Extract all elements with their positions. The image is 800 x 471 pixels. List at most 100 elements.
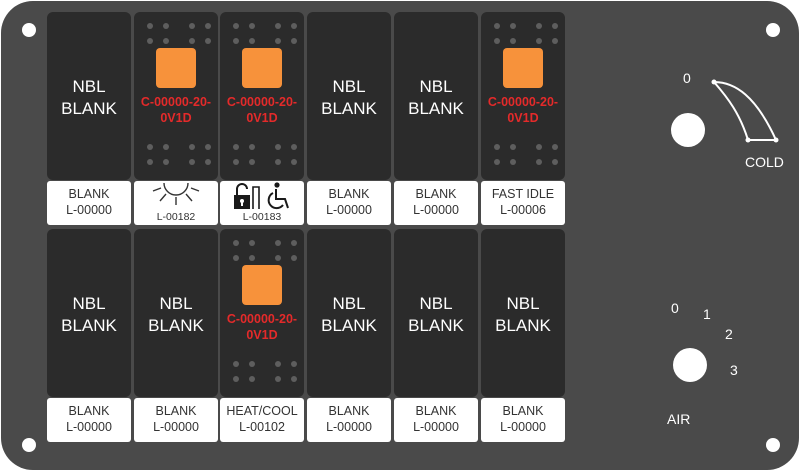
indicator-dot: [552, 144, 558, 150]
rocker-switch[interactable]: C-00000-20-0V1D: [134, 12, 218, 180]
indicator-dot: [275, 255, 281, 261]
indicator-dot: [494, 38, 500, 44]
nbl-line2: BLANK: [321, 99, 377, 118]
switch-legend-label: L-00183: [220, 181, 304, 225]
part-number: C-00000-20-0V1D: [134, 94, 218, 126]
indicator-dot: [552, 23, 558, 29]
rocker-switch[interactable]: C-00000-20-0V1D: [220, 229, 304, 397]
nbl-line2: BLANK: [148, 316, 204, 335]
indicator-dot: [233, 38, 239, 44]
legend-code: L-00000: [413, 203, 459, 217]
indicator-dot: [510, 159, 516, 165]
indicator-dot: [233, 361, 239, 367]
part-number: C-00000-20- 0V1D: [220, 94, 304, 126]
indicator-dot: [233, 159, 239, 165]
indicator-dot: [249, 376, 255, 382]
legend-code: L-00182: [156, 211, 196, 223]
indicator-dot: [163, 159, 169, 165]
indicator-dot: [510, 144, 516, 150]
indicator-dot: [536, 38, 542, 44]
part-number-line1: C-00000-20-: [487, 95, 559, 109]
mounting-hole: [766, 438, 780, 452]
part-number-line2: 0V1D: [160, 111, 192, 125]
rocker-switch[interactable]: C-00000-20- 0V1D: [220, 12, 304, 180]
indicator-dot: [147, 144, 153, 150]
indicator-dot: [275, 23, 281, 29]
indicator-dot: [163, 23, 169, 29]
air-knob[interactable]: [673, 348, 707, 382]
indicator-dot: [205, 159, 211, 165]
legend-code: L-00006: [500, 203, 546, 217]
nbl-line1: NBL: [159, 294, 193, 313]
indicator-dot: [249, 361, 255, 367]
indicator-dot: [249, 144, 255, 150]
rocker-switch[interactable]: NBL BLANK: [307, 12, 391, 180]
indicator-dot: [494, 23, 500, 29]
indicator-dot: [147, 159, 153, 165]
indicator-dot: [147, 38, 153, 44]
nbl-line1: NBL: [419, 77, 453, 96]
indicator-dot: [233, 376, 239, 382]
orange-indicator-light: [503, 48, 543, 88]
indicator-dot: [291, 361, 297, 367]
nbl-blank-text: NBL BLANK: [307, 76, 391, 120]
indicator-dot: [233, 23, 239, 29]
legend-text: HEAT/COOL: [226, 404, 298, 418]
legend-text: BLANK: [68, 187, 110, 201]
indicator-dot: [275, 159, 281, 165]
switch-legend-label: L-00182: [134, 181, 218, 225]
orange-indicator-light: [242, 48, 282, 88]
air-position-3: 3: [730, 362, 738, 378]
indicator-dot: [536, 159, 542, 165]
rocker-switch[interactable]: C-00000-20- 0V1D: [481, 12, 565, 180]
rocker-switch[interactable]: NBL BLANK: [134, 229, 218, 397]
indicator-dot: [291, 376, 297, 382]
indicator-dot: [552, 38, 558, 44]
indicator-dot: [189, 144, 195, 150]
indicator-dot: [510, 23, 516, 29]
legend-text: BLANK: [328, 404, 370, 418]
indicator-dot: [291, 23, 297, 29]
indicator-dot: [249, 159, 255, 165]
temp-knob[interactable]: [671, 113, 705, 147]
indicator-dot: [494, 144, 500, 150]
indicator-dot: [494, 159, 500, 165]
indicator-dot: [233, 144, 239, 150]
part-number-line2: 0V1D: [507, 111, 539, 125]
legend-text: FAST IDLE: [491, 187, 555, 201]
indicator-dot: [147, 23, 153, 29]
nbl-line1: NBL: [332, 77, 366, 96]
indicator-dot: [205, 144, 211, 150]
nbl-line2: BLANK: [495, 316, 551, 335]
part-number: C-00000-20- 0V1D: [481, 94, 565, 126]
air-position-1: 1: [703, 306, 711, 322]
indicator-dot: [249, 23, 255, 29]
part-number-line1: C-00000-20-: [226, 95, 298, 109]
part-number-line2: 0V1D: [246, 111, 278, 125]
legend-text: BLANK: [415, 187, 457, 201]
indicator-dot: [510, 38, 516, 44]
indicator-dot: [275, 376, 281, 382]
indicator-dot: [291, 38, 297, 44]
legend-code: L-00000: [326, 203, 372, 217]
indicator-dot: [291, 240, 297, 246]
indicator-dot: [233, 255, 239, 261]
part-number: C-00000-20-0V1D: [220, 311, 304, 343]
